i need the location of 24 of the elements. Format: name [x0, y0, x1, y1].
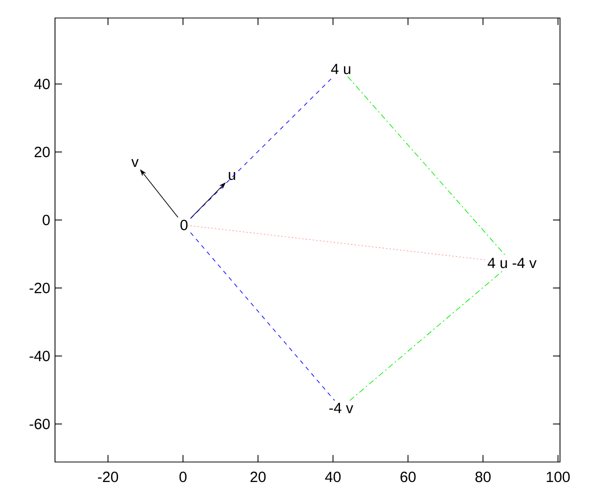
tick-label: 80	[475, 472, 491, 482]
tick-label: 100	[546, 472, 570, 482]
tick-label: -60	[30, 418, 50, 430]
line	[190, 225, 486, 260]
tick-label: -20	[98, 472, 118, 482]
point-label: 4 u -4 v	[488, 258, 537, 268]
point-label: 4 u	[331, 64, 350, 74]
line	[190, 76, 334, 219]
line	[347, 76, 506, 256]
tick-label: -20	[30, 282, 50, 294]
point-label: v	[131, 159, 139, 167]
point-label: 0	[180, 220, 188, 230]
line	[190, 232, 335, 401]
point-label: u	[228, 172, 236, 180]
tick-label: 40	[34, 78, 50, 90]
tick-label: 60	[400, 472, 416, 482]
tick-label: -40	[30, 350, 50, 362]
line	[349, 270, 504, 401]
tick-label: 20	[250, 472, 266, 482]
tick-label: 40	[325, 472, 341, 482]
tick-label: 0	[42, 214, 50, 226]
tick-label: 20	[34, 146, 50, 158]
tick-label: 0	[179, 472, 187, 482]
point-label: -4 v	[329, 402, 354, 414]
